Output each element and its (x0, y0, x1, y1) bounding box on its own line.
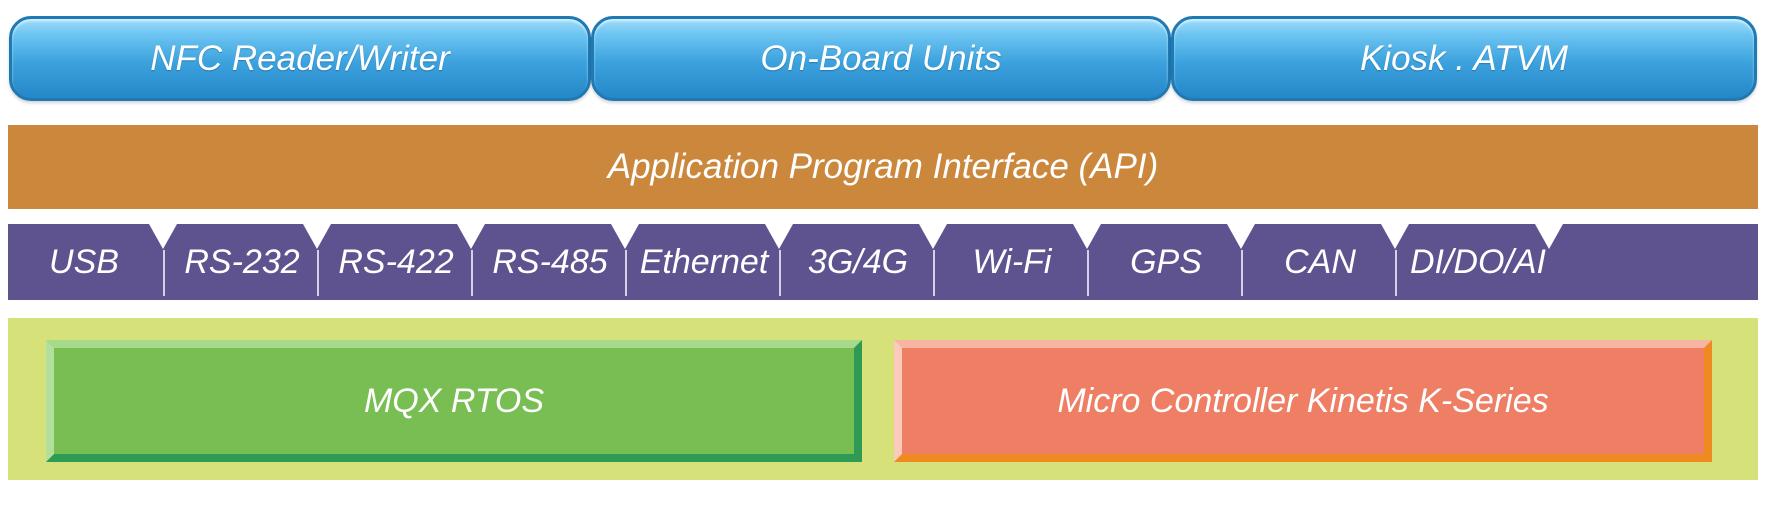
interface-layer-strip: USB RS-232 RS-422 RS-485 Ethernet 3G/4G … (8, 224, 1758, 300)
interface-divider (163, 250, 165, 296)
interface-divider (1395, 250, 1397, 296)
interface-label: DI/DO/AI (1409, 242, 1547, 281)
os-block-mqx-rtos: MQX RTOS (46, 340, 862, 462)
interface-notch (1535, 224, 1563, 249)
interface-label: RS-485 (492, 242, 608, 281)
api-layer-bar: Application Program Interface (API) (8, 125, 1758, 209)
interface-item-wi-fi: Wi-Fi (936, 224, 1088, 300)
interface-label: GPS (1130, 242, 1202, 281)
interface-item-rs-422: RS-422 (320, 224, 472, 300)
interface-label: USB (49, 242, 119, 281)
interface-divider (779, 250, 781, 296)
api-layer-label: Application Program Interface (API) (607, 147, 1159, 186)
hardware-block-label: Micro Controller Kinetis K-Series (1057, 381, 1549, 420)
application-tile-label: NFC Reader/Writer (150, 38, 450, 78)
hardware-block-microcontroller: Micro Controller Kinetis K-Series (894, 340, 1712, 462)
application-tile-label: Kiosk . ATVM (1359, 38, 1569, 78)
interface-label: Wi-Fi (972, 242, 1052, 281)
interface-label: 3G/4G (807, 242, 909, 281)
interface-notch (1073, 224, 1101, 249)
interface-item-3g-4g: 3G/4G (782, 224, 934, 300)
interface-item-gps: GPS (1090, 224, 1242, 300)
interface-notch (919, 224, 947, 249)
interface-item-di-do-ai: DI/DO/AI (1398, 224, 1558, 300)
interface-item-rs-485: RS-485 (474, 224, 626, 300)
interface-notch (149, 224, 177, 249)
application-tile-kiosk-atvm: Kiosk . ATVM (1171, 16, 1757, 101)
interface-label: RS-422 (338, 242, 454, 281)
interface-label: Ethernet (639, 242, 769, 281)
interface-notch (303, 224, 331, 249)
interface-divider (625, 250, 627, 296)
interface-item-usb: USB (8, 224, 160, 300)
os-block-label: MQX RTOS (363, 381, 545, 420)
interface-notch (457, 224, 485, 249)
interface-divider (471, 250, 473, 296)
interface-divider (1087, 250, 1089, 296)
interface-item-rs-232: RS-232 (166, 224, 318, 300)
interface-notch (1381, 224, 1409, 249)
application-tile-label: On-Board Units (760, 38, 1002, 78)
interface-divider (317, 250, 319, 296)
interface-item-can: CAN (1244, 224, 1396, 300)
interface-item-ethernet: Ethernet (628, 224, 780, 300)
application-tile-on-board-units: On-Board Units (591, 16, 1171, 101)
interface-divider (1241, 250, 1243, 296)
interface-notch (611, 224, 639, 249)
interface-notch (1227, 224, 1255, 249)
interface-divider (933, 250, 935, 296)
interface-notch (765, 224, 793, 249)
application-tile-nfc-reader-writer: NFC Reader/Writer (9, 16, 591, 101)
interface-label: CAN (1284, 242, 1356, 281)
interface-label: RS-232 (184, 242, 300, 281)
